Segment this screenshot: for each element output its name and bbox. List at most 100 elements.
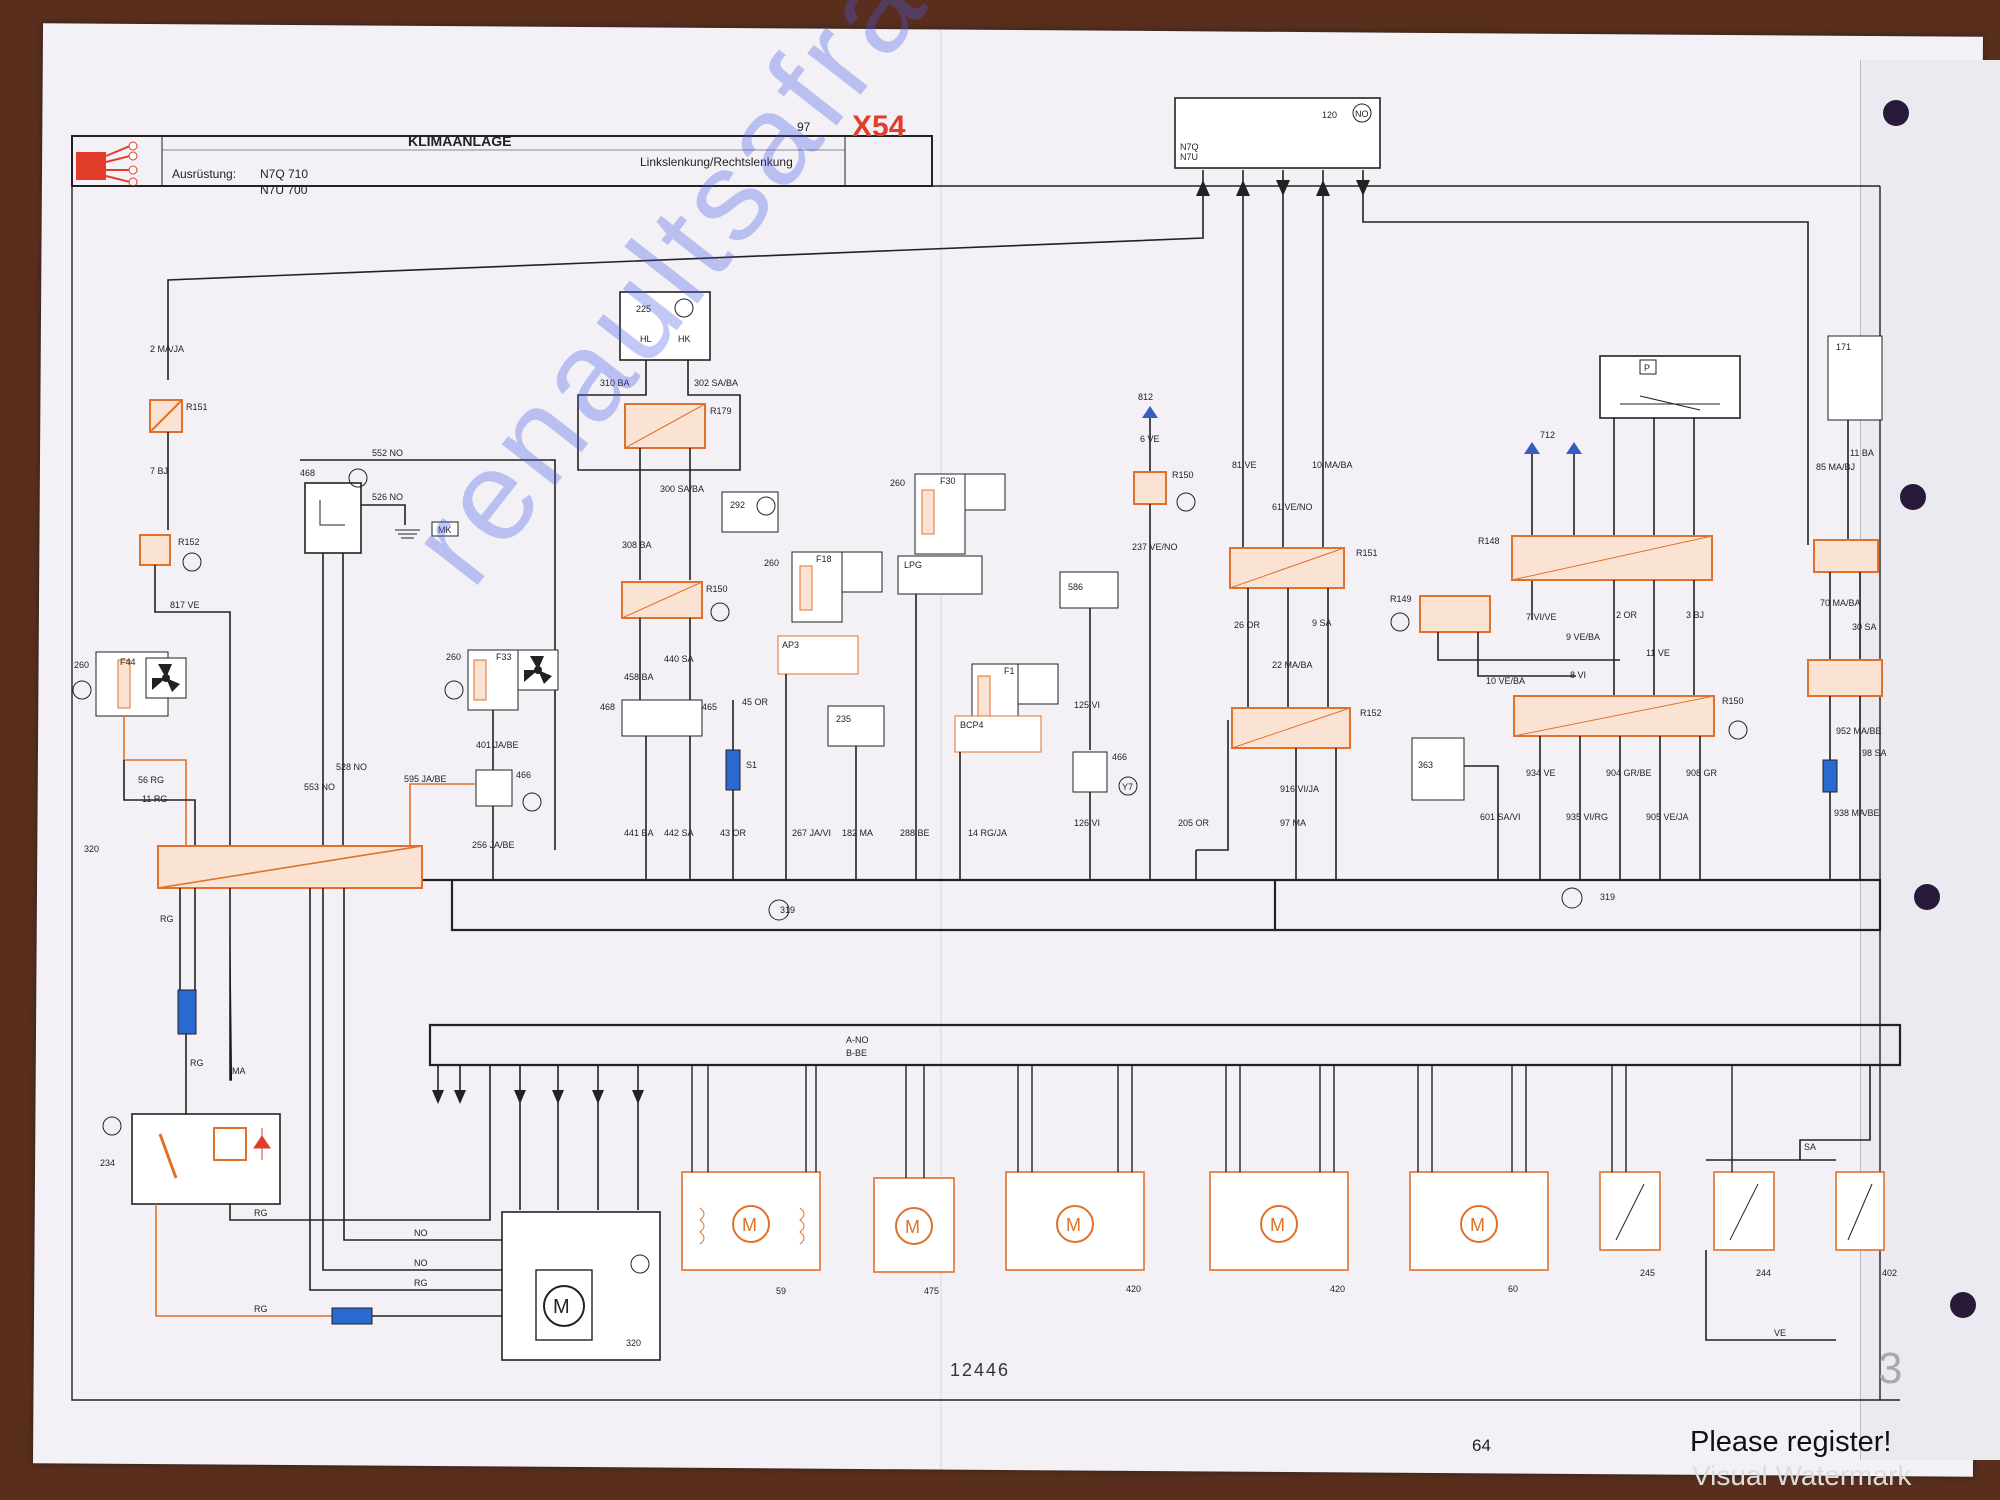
wire-14: 14 RG/JA [968, 828, 1007, 838]
connector-120-row2: N7U [1180, 152, 1198, 162]
wire-7: 7 BJ [150, 466, 168, 476]
motor-320: M 320 [501, 1211, 661, 1361]
m402-label: 402 [1882, 1268, 1897, 1278]
wire-935: 935 VI/RG [1566, 812, 1608, 822]
connector-120: 120 NO N7Q N7U [1174, 97, 1381, 169]
bcp4-label: BCP4 [960, 720, 984, 730]
connector-lpg: LPG [897, 555, 983, 595]
c812-label: 812 [1138, 392, 1153, 402]
wire-552: 552 NO [372, 448, 403, 458]
relay-234: 234 [100, 1113, 281, 1205]
wire-97: 97 MA [1280, 818, 1306, 828]
connector-120-row1: N7Q [1180, 142, 1199, 152]
actuator-420b: M 420 [1209, 1171, 1349, 1294]
wire-26: 26 OR [1234, 620, 1261, 630]
c260-d: 260 [890, 478, 905, 488]
wire-553: 553 NO [304, 782, 335, 792]
wire-8v: 8 VI [1570, 670, 1586, 680]
wire-205: 205 OR [1178, 818, 1210, 828]
diagram-title: KLIMAANLAGE [408, 133, 511, 149]
f1-label: F1 [1004, 666, 1015, 676]
wire-rg-e: RG [414, 1278, 428, 1288]
relay-r148: R148 [1478, 535, 1713, 581]
corner-number: 3 [1878, 1344, 1903, 1393]
connector-292: 292 [721, 491, 779, 533]
mk-label: MK [438, 525, 452, 535]
m475-label: 475 [924, 1286, 939, 1296]
wire-302: 302 SA/BA [694, 378, 738, 388]
relay-466-mid: 466 [475, 769, 542, 812]
page-number: 64 [1472, 1436, 1491, 1455]
relay-r150-d [1807, 659, 1883, 697]
ap3-label: AP3 [782, 640, 799, 650]
r179-label: R179 [710, 406, 732, 416]
wire-10: 10 MA/BA [1312, 460, 1353, 470]
fuse-f18: F18 260 [764, 551, 883, 623]
relay-r146 [1813, 539, 1879, 573]
wire-ve-bottom: VE [1774, 1328, 1786, 1338]
fuse-f30: F30 260 [890, 473, 1006, 555]
wire-10v: 10 VE/BA [1486, 676, 1525, 686]
r151-label: R151 [186, 402, 208, 412]
lpg-label: LPG [904, 560, 922, 570]
page-ref: 97 [797, 120, 811, 134]
r151-b-label: R151 [1356, 548, 1378, 558]
sensor-402: 402 [1835, 1171, 1897, 1278]
wire-11v: 11 VE [1646, 648, 1670, 658]
m420b-label: 420 [1330, 1284, 1345, 1294]
wire-3b: 3 BJ [1686, 610, 1704, 620]
relay-r152-b: R152 [1231, 707, 1382, 749]
wire-85: 85 MA/BJ [1816, 462, 1855, 472]
wire-98: 98 SA [1862, 748, 1887, 758]
wire-rg-b: RG [190, 1058, 204, 1068]
r149-label: R149 [1390, 594, 1412, 604]
bus-b-label: B-BE [846, 1048, 867, 1058]
c260-b: 260 [446, 652, 461, 662]
wire-288: 288 BE [900, 828, 930, 838]
wire-595: 595 JA/BE [404, 774, 447, 784]
c586-label: 586 [1068, 582, 1083, 592]
relay-466-y7: 466 Y7 [1072, 751, 1138, 796]
f30-label: F30 [940, 476, 956, 486]
actuator-59: M 59 [681, 1171, 821, 1296]
wire-934: 934 VE [1526, 768, 1556, 778]
code-x54: X54 [852, 110, 906, 143]
binder-hole [1950, 1292, 1976, 1318]
svg-text:M: M [553, 1296, 570, 1318]
sensor-245: 245 [1599, 1171, 1661, 1278]
wire-11: 11 RG [142, 794, 167, 804]
svg-text:M: M [905, 1217, 920, 1237]
relay-r151-b: R151 [1229, 547, 1378, 589]
relay-r149: R149 [1390, 594, 1491, 633]
wire-601: 601 SA/VI [1480, 812, 1521, 822]
connector-120-color: NO [1355, 109, 1369, 119]
wire-256: 256 JA/BE [472, 840, 515, 850]
sensor-s1 [725, 749, 741, 791]
connector-225: 225 HL HK [619, 291, 711, 361]
c260-a: 260 [74, 660, 89, 670]
wire-70: 70 MA/BA [1820, 598, 1861, 608]
wire-401: 401 JA/BE [476, 740, 519, 750]
binder-hole [1883, 100, 1909, 126]
pressure-sensor-p: P [1599, 355, 1741, 419]
connector-235: 235 [827, 705, 885, 747]
c171-label: 171 [1836, 342, 1851, 352]
register-notice: Please register! [1690, 1426, 1892, 1458]
actuator-60: M 60 [1409, 1171, 1549, 1294]
c320-a: 320 [84, 844, 99, 854]
drawing-number: 12446 [950, 1360, 1011, 1380]
wire-61: 61 VE/NO [1272, 502, 1313, 512]
equipment-2: N7U 700 [260, 183, 308, 197]
m244-label: 244 [1756, 1268, 1771, 1278]
wire-310: 310 BA [600, 378, 630, 388]
wire-ma-234: MA [232, 1066, 246, 1076]
wire-43: 43 OR [720, 828, 747, 838]
svg-text:M: M [742, 1215, 757, 1235]
m60-label: 60 [1508, 1284, 1518, 1294]
wire-rg-a: RG [160, 914, 174, 924]
actuator-420a: M 420 [1005, 1171, 1145, 1294]
c225-label: 225 [636, 304, 651, 314]
c468-b: 468 [600, 702, 615, 712]
c320-b: 320 [626, 1338, 641, 1348]
